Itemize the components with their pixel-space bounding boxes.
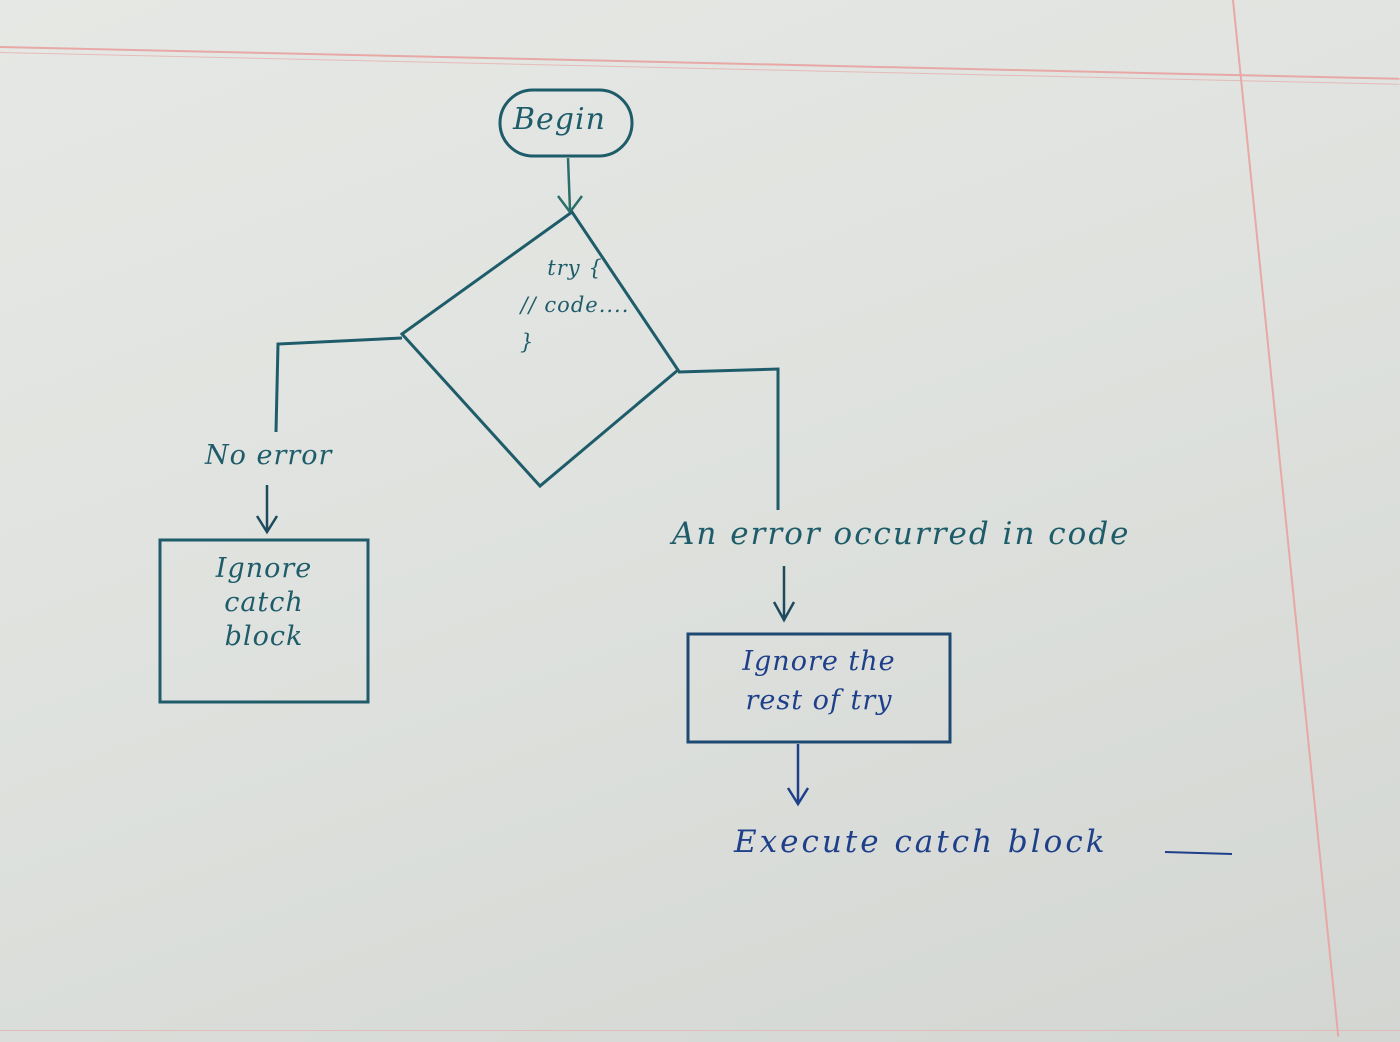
bottom-margin-line xyxy=(0,1030,1400,1031)
ignore-rest-text: Ignore the rest of try xyxy=(694,642,944,720)
decision-diamond xyxy=(399,209,680,489)
decision-line-2: // code.... xyxy=(520,292,630,317)
ignore-catch-line-3: block xyxy=(224,620,304,652)
ignore-catch-line-2: catch xyxy=(224,586,304,618)
begin-label: Begin xyxy=(513,102,606,137)
begin-terminator xyxy=(498,88,634,158)
arrowhead-execute xyxy=(786,787,810,807)
decision-line-3: } xyxy=(520,329,535,354)
decision-line-1: try { xyxy=(547,256,603,280)
execute-underline xyxy=(1164,851,1233,855)
decision-text: try { // code.... } xyxy=(500,250,650,360)
execute-catch-label: Execute catch block xyxy=(734,824,1108,860)
arrow-begin-to-decision xyxy=(566,157,572,211)
ignore-catch-line-1: Ignore xyxy=(215,553,313,584)
no-error-label: No error xyxy=(205,440,333,471)
error-occurred-label: An error occurred in code xyxy=(672,516,1131,552)
connector-no-error xyxy=(274,336,403,433)
ignore-rest-line-2: rest of try xyxy=(745,685,893,717)
ignore-catch-text: Ignore catch block xyxy=(168,552,360,653)
arrowhead-error xyxy=(772,601,796,623)
ignore-catch-box xyxy=(158,538,370,704)
ignore-rest-box xyxy=(686,632,952,744)
connector-error xyxy=(677,367,780,510)
ignore-rest-line-1: Ignore the xyxy=(742,646,896,677)
arrowhead-no-error xyxy=(255,515,279,535)
